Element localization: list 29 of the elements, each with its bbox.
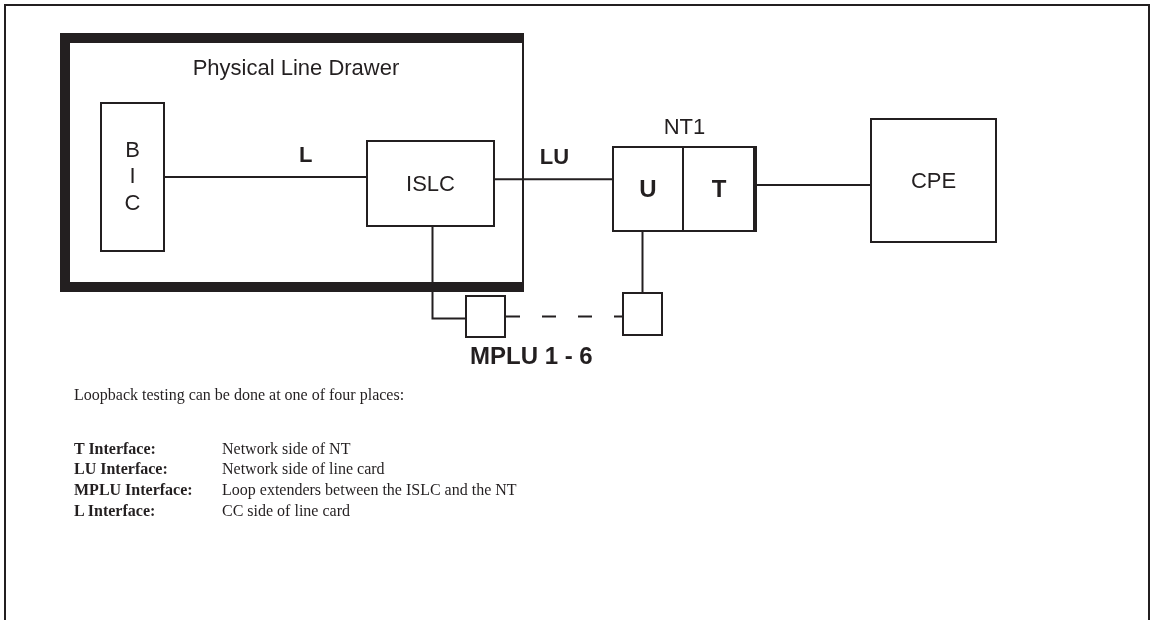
note-text: Loopback testing can be done at one of four places:	[74, 386, 405, 404]
connector-line	[754, 183, 871, 186]
dashed-connector	[505, 315, 623, 318]
connector-line	[431, 226, 466, 320]
connector-line	[641, 229, 644, 293]
drawer-box	[60, 33, 524, 292]
term: T Interface:	[74, 440, 156, 458]
definition: CC side of line card	[222, 502, 350, 520]
node-label: U	[638, 175, 658, 203]
definition: Loop extenders between the ISLC and the NT	[222, 481, 517, 499]
node-label: CPE	[909, 168, 958, 193]
term: MPLU Interface:	[74, 481, 193, 499]
box	[465, 295, 506, 338]
group-caption: MPLU 1 - 6	[470, 342, 593, 370]
node-heading: NT1	[662, 114, 707, 140]
node-label: T	[710, 175, 728, 203]
definition: Network side of NT	[222, 440, 351, 458]
connector-line	[494, 178, 615, 181]
node-label: ISLC	[405, 171, 456, 196]
box	[622, 292, 663, 336]
connector-line	[164, 176, 367, 178]
node-label: B I C	[123, 137, 142, 217]
process-box	[366, 140, 495, 227]
node-label: Physical Line Drawer	[191, 55, 401, 81]
term: L Interface:	[74, 502, 156, 520]
definition: Network side of line card	[222, 460, 385, 478]
process-box	[100, 102, 165, 252]
term: LU Interface:	[74, 460, 168, 478]
process-box	[870, 118, 997, 243]
